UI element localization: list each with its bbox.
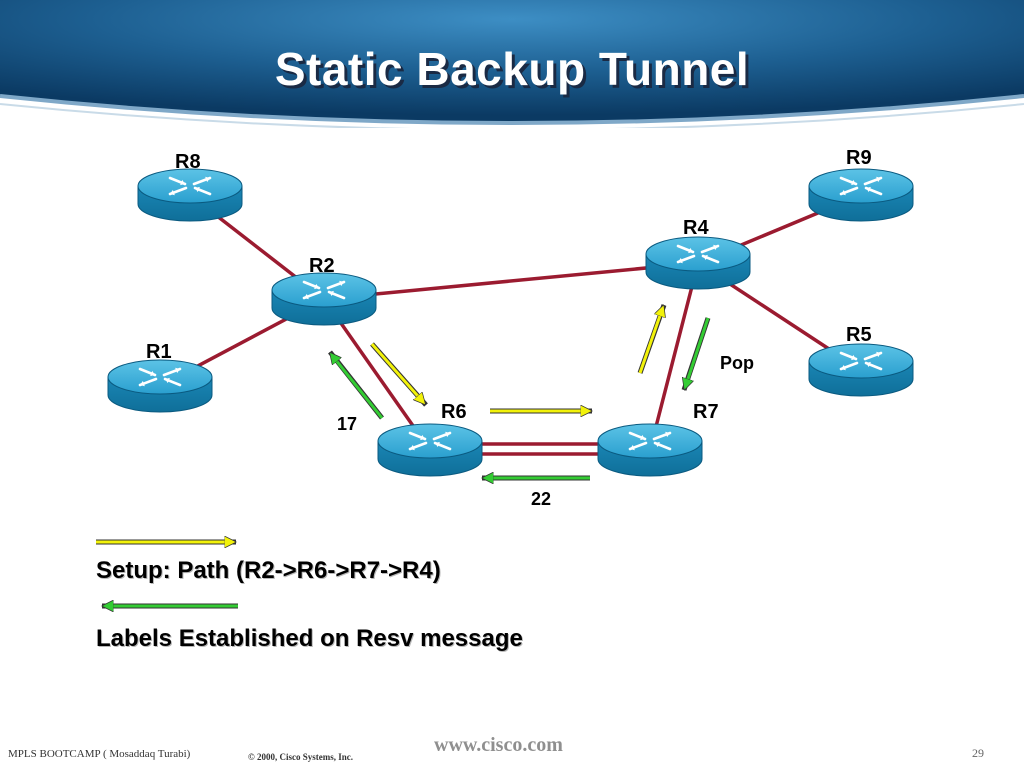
router-label-r6: R6	[441, 401, 467, 423]
label-arrow-r6-r2-fill	[331, 354, 384, 419]
banner-background	[0, 0, 1024, 128]
footer-course: MPLS BOOTCAMP ( Mosaddaq Turabi)	[8, 748, 191, 760]
page-title: Static Backup Tunnel	[274, 43, 750, 95]
label-value-17: 17	[337, 414, 357, 434]
router-icon	[676, 244, 720, 264]
router-label-r2: R2	[309, 255, 335, 277]
footer-url: www.cisco.com	[434, 734, 563, 756]
link-r7-r4	[648, 262, 700, 451]
router-icon	[839, 351, 883, 371]
router-r9[interactable]	[808, 168, 914, 222]
router-icon	[302, 280, 346, 300]
router-label-r9: R9	[846, 147, 872, 169]
legend-setup-text: Setup: Path (R2->R6->R7->R4)	[96, 557, 441, 584]
router-icon	[168, 176, 212, 196]
router-icon	[628, 431, 672, 451]
router-icon	[138, 367, 182, 387]
router-label-r7: R7	[693, 401, 719, 423]
router-r2[interactable]	[271, 272, 377, 326]
router-label-r8: R8	[175, 151, 201, 173]
setup-arrow-r2-r6-fill	[370, 343, 424, 403]
setup-arrow-r7-r4-fill	[638, 307, 663, 374]
router-r6[interactable]	[377, 423, 483, 477]
label-value-22: 22	[531, 489, 551, 509]
title-banner: Static Backup Tunnel	[0, 0, 1024, 128]
links-layer	[159, 193, 862, 456]
router-label-r5: R5	[846, 324, 872, 346]
router-label-r1: R1	[146, 341, 172, 363]
router-r4[interactable]	[645, 236, 751, 290]
router-r5[interactable]	[808, 343, 914, 397]
router-icon	[839, 176, 883, 196]
router-r7[interactable]	[597, 423, 703, 477]
router-r8[interactable]	[137, 168, 243, 222]
label-value-pop: Pop	[720, 353, 754, 373]
page-number: 29	[972, 746, 984, 760]
router-label-r4: R4	[683, 217, 709, 239]
router-r1[interactable]	[107, 359, 213, 413]
link-r2-r4	[323, 261, 699, 301]
footer-copyright: © 2000, Cisco Systems, Inc.	[248, 752, 353, 762]
legend-labels-text: Labels Established on Resv message	[96, 625, 523, 652]
label-arrow-r4-r7-fill	[685, 317, 710, 388]
router-icon	[408, 431, 452, 451]
arrows-layer	[328, 305, 711, 478]
